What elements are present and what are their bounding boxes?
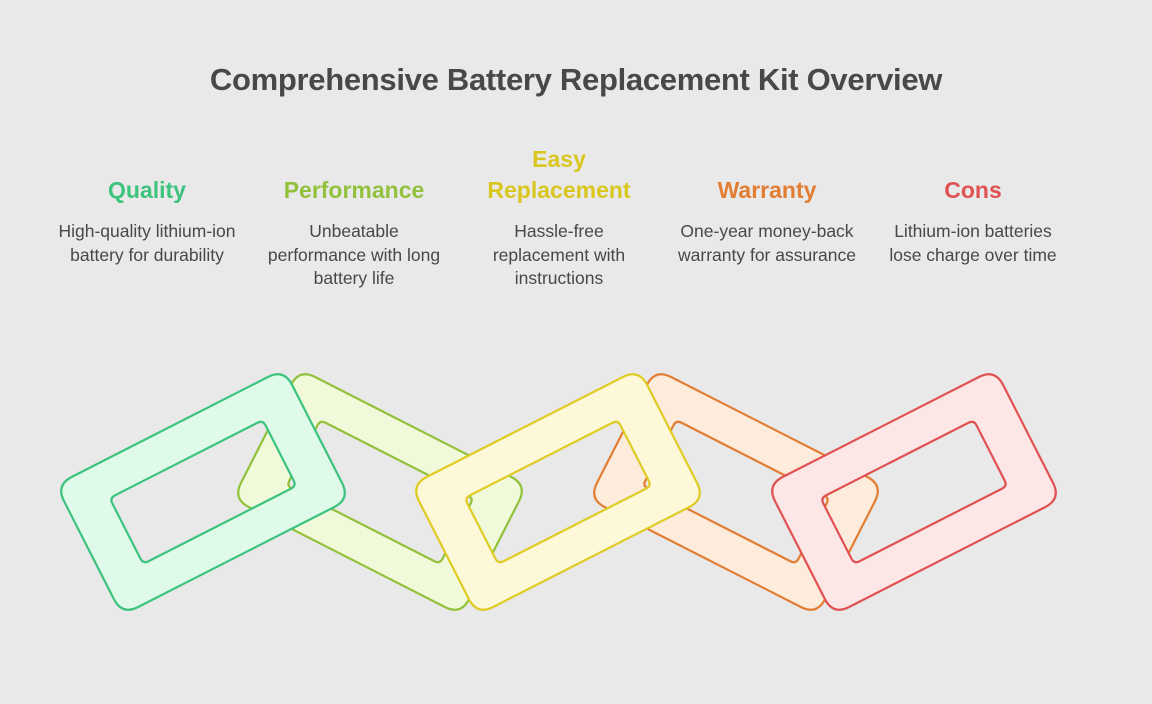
column-description: Hassle-free replacement with instruction… bbox=[492, 221, 626, 288]
column-performance: Performance Unbeatable performance with … bbox=[259, 140, 449, 291]
diagram-title: Comprehensive Battery Replacement Kit Ov… bbox=[209, 62, 943, 97]
column-description: High-quality lithium-ion battery for dur… bbox=[58, 221, 236, 265]
column-heading: Cons bbox=[944, 177, 1002, 203]
column-easy-replacement: Easy Replacement Hassle-free replacement… bbox=[464, 140, 654, 291]
column-heading: Easy Replacement bbox=[487, 146, 631, 203]
column-heading: Warranty bbox=[717, 177, 817, 203]
column-description: One-year money-back warranty for assuran… bbox=[678, 221, 856, 265]
column-cons: Cons Lithium-ion batteries lose charge o… bbox=[878, 140, 1068, 267]
column-warranty: Warranty One-year money-back warranty fo… bbox=[672, 140, 862, 267]
column-description: Lithium-ion batteries lose charge over t… bbox=[889, 221, 1057, 265]
column-quality: Quality High-quality lithium-ion battery… bbox=[52, 140, 242, 267]
column-description: Unbeatable performance with long battery… bbox=[267, 221, 441, 288]
column-heading: Quality bbox=[108, 177, 186, 203]
column-heading: Performance bbox=[283, 177, 425, 203]
